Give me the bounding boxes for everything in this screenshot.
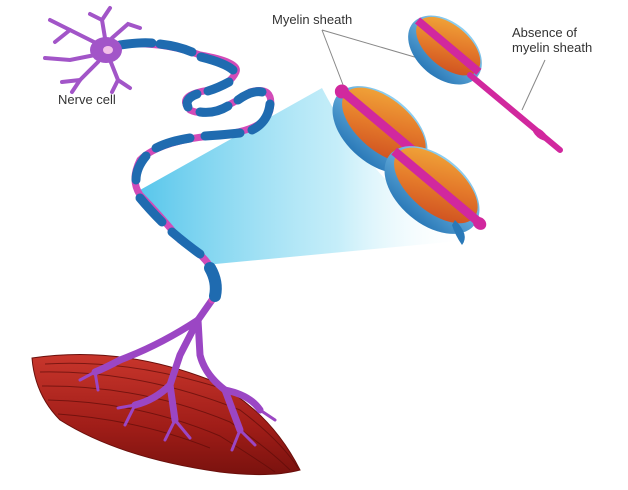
absence-of-myelin-label: Absence of myelin sheath (512, 25, 592, 55)
myelin-sheath-label: Myelin sheath (272, 12, 352, 27)
muscle-icon (32, 354, 300, 474)
nerve-cell-icon (45, 8, 140, 92)
nerve-cell-label: Nerve cell (58, 92, 116, 107)
absence-label-line1: Absence of (512, 25, 592, 40)
absence-label-line2: myelin sheath (512, 40, 592, 55)
